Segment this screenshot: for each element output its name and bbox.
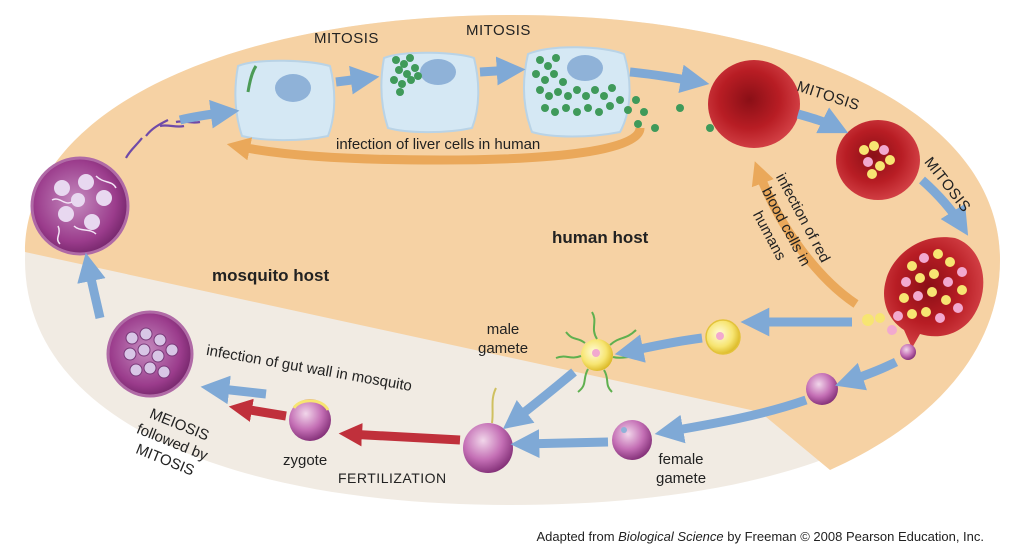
- red-blood-cell-2: [836, 120, 920, 200]
- oocyst-gut-wall: [106, 310, 194, 398]
- liver-infection-label: infection of liver cells in human: [336, 136, 541, 153]
- arrow-rbc1-to-rbc2: [796, 107, 849, 134]
- arrow-fertilization: [338, 423, 461, 447]
- ring-stage-parasites: [859, 141, 895, 179]
- arrow-to-female-gametocyte: [835, 357, 899, 391]
- male-gamete-line2: gamete: [478, 340, 529, 357]
- fertilized-ovum: [463, 387, 513, 473]
- released-merozoites: [862, 249, 967, 335]
- gametocyte-small: [900, 344, 916, 360]
- arrow-rbc2-to-burst: [919, 176, 969, 236]
- arrows-blue: [77, 56, 969, 458]
- arrow-liver1-to-liver2: [335, 65, 380, 95]
- liver-cell-2: [380, 51, 480, 134]
- zygote-cell: [289, 399, 331, 441]
- mosquito-host-label: mosquito host: [212, 266, 330, 285]
- female-gamete-label: female gamete: [656, 450, 706, 488]
- arrow-female-gamete-to-ovum: [510, 429, 609, 458]
- arrows-orange: [226, 126, 859, 308]
- arrow-sporozoites-to-liver: [178, 99, 240, 129]
- arrow-liver3-to-rbc: [629, 64, 710, 94]
- mitosis-label-2: MITOSIS: [466, 22, 531, 39]
- mitosis-label-1: MITOSIS: [314, 30, 379, 47]
- caption-suffix: by Freeman © 2008 Pearson Education, Inc…: [723, 529, 984, 544]
- female-gamete: [612, 420, 652, 460]
- caption-prefix: Adapted from: [536, 529, 619, 544]
- arrow-rbc-cycle: [751, 161, 859, 308]
- bursting-red-blood-cell: [862, 237, 984, 360]
- arrows-red: [228, 398, 461, 447]
- arrow-male-gamete-to-ovum: [502, 368, 577, 430]
- source-caption: Adapted from Biological Science by Freem…: [536, 529, 984, 544]
- female-gametocyte: [806, 373, 838, 405]
- zygote-label: zygote: [283, 452, 328, 469]
- red-blood-cell-1: [706, 60, 800, 148]
- oocyst-releasing-sporozoites: [30, 156, 130, 256]
- arrow-zygote-to-oocyst: [200, 375, 267, 405]
- caption-book-title: Biological Science: [618, 529, 724, 544]
- merozoite-cluster: [390, 54, 422, 96]
- sporozoite-in-liver: [246, 65, 258, 93]
- female-gamete-line2: gamete: [656, 470, 707, 487]
- liver-cell-3: [522, 46, 684, 138]
- arrow-female-gametocyte-to-gamete: [654, 395, 808, 444]
- arrow-oocyst-to-release: [77, 252, 106, 319]
- arrow-meiosis: [228, 398, 287, 422]
- liver-cell-1: [234, 59, 336, 142]
- arrow-liver2-to-liver3: [479, 56, 526, 86]
- male-gamete-label: male gamete: [478, 320, 528, 358]
- fertilization-label: FERTILIZATION: [338, 470, 447, 486]
- male-gametocyte: [705, 319, 741, 355]
- sporozoites: [51, 175, 117, 245]
- arrow-male-gametocyte-to-gamete: [614, 333, 703, 363]
- merozoite-mass: [532, 54, 684, 132]
- arrow-liver-cycle: [226, 126, 645, 165]
- human-host-label: human host: [552, 228, 649, 247]
- male-gamete-line1: male: [486, 321, 520, 338]
- female-gamete-line1: female: [658, 451, 704, 468]
